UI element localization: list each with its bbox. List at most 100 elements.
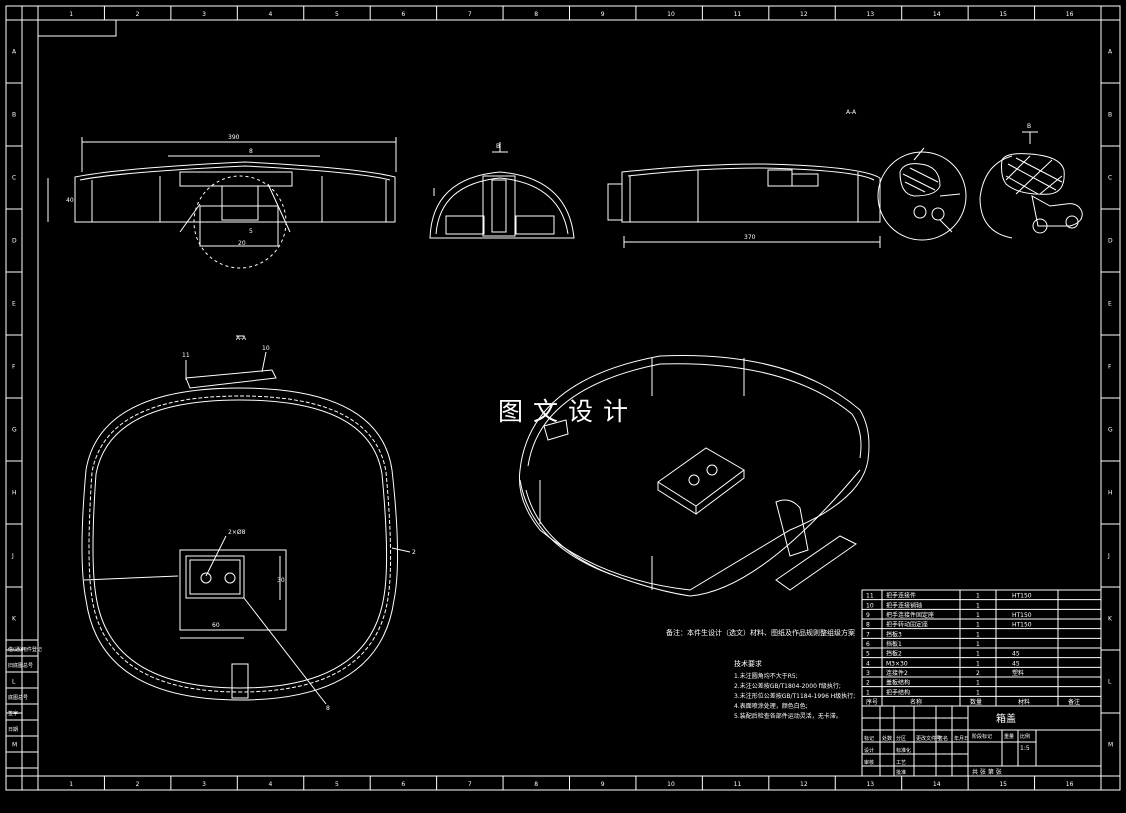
- zone-letter-left: M: [12, 742, 17, 749]
- bom-no: 1: [866, 689, 870, 696]
- zone-number-bottom: 5: [335, 781, 339, 788]
- bom-material: HT150: [1012, 593, 1032, 600]
- zone-letter-right: B: [1108, 112, 1112, 119]
- bom-name: 连接件2: [886, 669, 908, 677]
- stage-label: 比例: [1020, 733, 1030, 740]
- front-dim-c: 5: [249, 228, 253, 235]
- zone-number-top: 13: [866, 11, 874, 18]
- zone-number-top: 12: [800, 11, 808, 18]
- zone-letter-left: K: [12, 616, 17, 623]
- left-strip-label: 借(通)用件登记: [8, 646, 42, 653]
- zone-letter-left: F: [12, 364, 16, 371]
- bom-qty: 1: [976, 622, 980, 629]
- bom-qty: 1: [976, 651, 980, 658]
- bom-no: 10: [866, 602, 874, 609]
- bom-qty: 1: [976, 680, 980, 687]
- bom-qty: 1: [976, 641, 980, 648]
- left-strip-label: 旧底图总号: [8, 662, 33, 669]
- zone-number-bottom: 3: [202, 781, 206, 788]
- left-strip-label: 日期: [8, 727, 18, 733]
- hinge-detail-view: [979, 131, 1083, 239]
- bom-material: 45: [1012, 660, 1020, 667]
- zone-number-bottom: 4: [269, 781, 273, 788]
- left-strip-label: 签字: [8, 710, 18, 717]
- title-block-label: 工艺: [896, 760, 906, 766]
- bom-name: 盖板结构: [886, 679, 910, 687]
- note-line: 备注：本件生设计（选文）材料、图纸及作品规则整组级方案: [666, 628, 855, 637]
- zone-letter-right: F: [1108, 364, 1112, 371]
- zone-letter-left: L: [12, 679, 16, 686]
- zone-number-bottom: 8: [534, 781, 538, 788]
- zone-number-bottom: 11: [734, 781, 742, 788]
- zone-number-top: 5: [335, 11, 339, 18]
- zone-letter-left: J: [11, 553, 14, 560]
- zone-number-bottom: 1: [69, 781, 73, 788]
- zone-letter-left: B: [12, 112, 16, 119]
- bom-header-qty: 数量: [970, 698, 982, 706]
- sheet-info: 共 张 第 张: [972, 768, 1002, 776]
- scale-value: 1:5: [1020, 745, 1030, 752]
- zone-number-top: 16: [1066, 11, 1074, 18]
- zone-number-bottom: 7: [468, 781, 472, 788]
- zone-letter-right: M: [1108, 742, 1113, 749]
- bom-no: 8: [866, 622, 870, 629]
- bom-qty: 1: [976, 660, 980, 667]
- zone-number-top: 2: [136, 11, 140, 18]
- stage-label: 阶段标记: [972, 733, 992, 740]
- front-height-dim: 40: [66, 197, 74, 204]
- hole-dim: 2×Ø8: [228, 529, 246, 536]
- plan-view: [81, 335, 411, 705]
- zone-number-top: 8: [534, 11, 538, 18]
- bom-no: 6: [866, 641, 870, 648]
- bom-material: 45: [1012, 651, 1020, 658]
- front-dim-a: 8: [249, 148, 253, 155]
- zone-letter-right: K: [1108, 616, 1113, 623]
- part-name: 箱盖: [996, 712, 1016, 725]
- bom-no: 11: [866, 593, 874, 600]
- zone-number-top: 4: [269, 11, 273, 18]
- bom-no: 7: [866, 631, 870, 638]
- bom-name: M3×30: [886, 660, 908, 667]
- stage-label: 重量: [1004, 733, 1014, 740]
- bom-no: 4: [866, 660, 870, 667]
- bom-name: 挡板3: [886, 630, 902, 638]
- plan-view-label: A-A: [236, 335, 247, 342]
- section-b-view: [429, 142, 575, 239]
- window-dim-h: 30: [277, 577, 285, 584]
- side-overall-dim: 370: [744, 234, 756, 241]
- zone-number-bottom: 9: [601, 781, 605, 788]
- tech-req-title: 技术要求: [734, 659, 762, 668]
- zone-number-bottom: 16: [1066, 781, 1074, 788]
- zone-number-top: 6: [401, 11, 405, 18]
- front-overall-dim: 390: [228, 134, 240, 141]
- zone-number-top: 9: [601, 11, 605, 18]
- tech-req-item: 2.未注公差按GB/T1804-2000 f级执行;: [734, 682, 841, 690]
- tech-req-item: 3.未注形位公差按GB/T1184-1996 H级执行;: [734, 692, 855, 700]
- bom-qty: 1: [976, 689, 980, 696]
- bom-name: 把手连接件: [886, 592, 916, 600]
- left-strip-label: 底图总号: [8, 694, 28, 701]
- side-view-label: A-A: [846, 109, 857, 116]
- zone-number-bottom: 14: [933, 781, 941, 788]
- zone-letter-right: D: [1108, 238, 1113, 245]
- tech-req-item: 4.表面喷涂处理，颜色白色;: [734, 702, 808, 710]
- bom-no: 3: [866, 670, 870, 677]
- zone-number-top: 7: [468, 11, 472, 18]
- zone-number-bottom: 10: [667, 781, 675, 788]
- zone-number-bottom: 13: [866, 781, 874, 788]
- title-block-label: 标准化: [896, 747, 911, 754]
- zone-letter-left: G: [12, 427, 17, 434]
- bom-name: 把手结构: [886, 688, 910, 696]
- bom-name: 把手转动固定座: [886, 621, 928, 629]
- zone-letter-left: A: [12, 49, 17, 56]
- part-callout: 11: [182, 352, 190, 359]
- zone-number-top: 14: [933, 11, 941, 18]
- part-callout: 2: [412, 549, 416, 556]
- bom-qty: 2: [976, 670, 980, 677]
- zone-letter-right: G: [1108, 427, 1113, 434]
- section-b-label: B: [496, 143, 500, 150]
- bom-material: 塑料: [1012, 669, 1024, 677]
